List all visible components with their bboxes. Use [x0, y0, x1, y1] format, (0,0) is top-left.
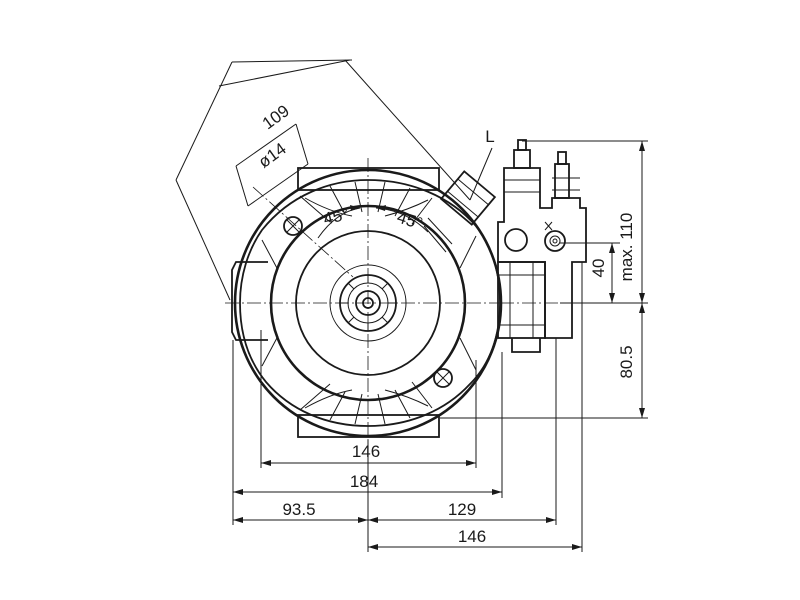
dim-146-outer: 146	[458, 527, 486, 546]
dimension-lines	[175, 59, 648, 552]
dim-184: 184	[350, 472, 378, 491]
control-valve	[497, 139, 587, 353]
dim-max-110: max. 110	[617, 213, 636, 282]
port-label-l: L	[485, 127, 494, 146]
centerlines	[225, 158, 560, 452]
dim-93-5: 93.5	[282, 500, 315, 519]
dim-146-inner: 146	[352, 442, 380, 461]
dim-dia14: ø14	[255, 139, 290, 172]
angle-45-right: 45°	[395, 207, 425, 233]
pump-body	[231, 167, 503, 438]
dim-80-5: 80.5	[617, 345, 636, 378]
dim-129: 129	[448, 500, 476, 519]
dim-109: 109	[259, 101, 293, 133]
dim-40: 40	[589, 259, 608, 278]
